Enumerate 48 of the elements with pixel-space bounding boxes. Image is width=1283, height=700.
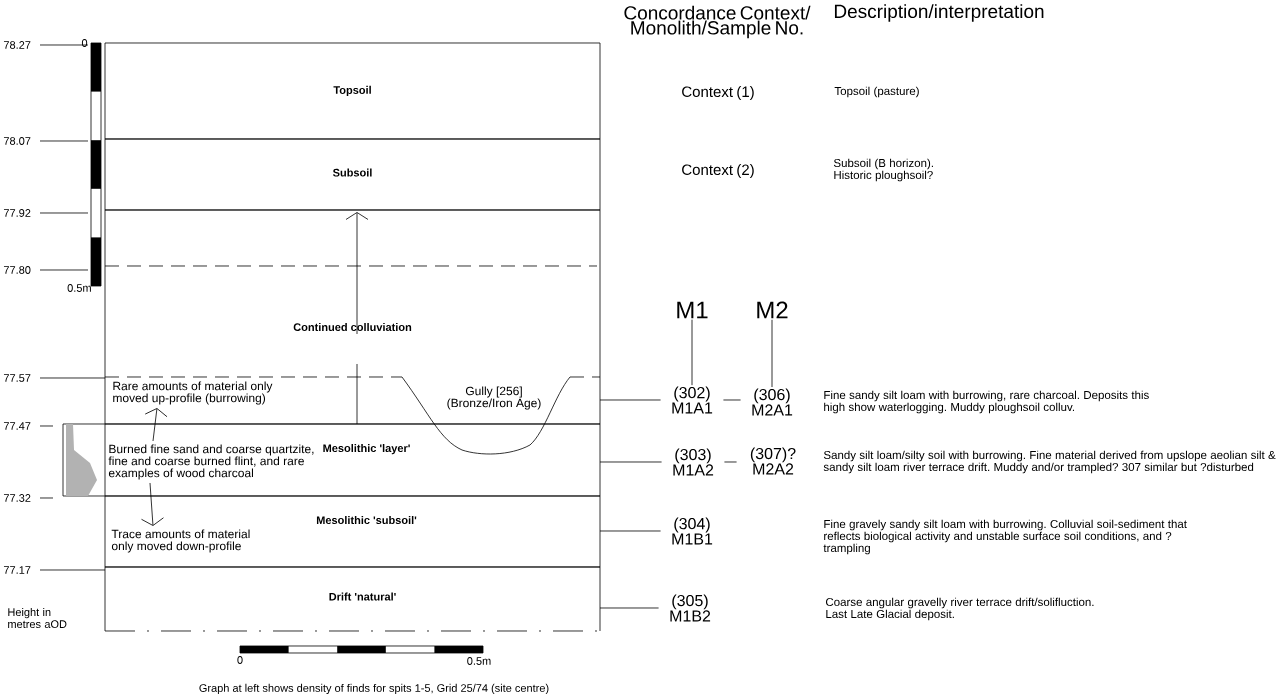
axis-title: Height in metres aOD: [8, 607, 67, 629]
scale-label: 0: [81, 39, 88, 47]
context-label: Context (2): [682, 164, 754, 178]
sample-label: (302) M1A1: [672, 386, 713, 414]
leader-line: [599, 399, 661, 401]
leader-line: [599, 607, 659, 609]
leader-line: [599, 461, 662, 463]
leader-line: [724, 461, 737, 463]
soil-layer: Drift 'natural': [104, 566, 601, 632]
description-text: Fine gravely sandy silt loam with burrowing. Colluvial soil-sediment that reflects biological activity and unstable surface soil conditions, and ? trampling: [823, 519, 1187, 555]
monolith-label: M2: [757, 301, 788, 319]
arrow: [141, 482, 164, 526]
description-text: Subsoil (B horizon). Historic ploughsoil?: [833, 158, 933, 182]
caption: Graph at left shows density of finds for spits 1-5, Grid 25/74 (site centre): [199, 683, 549, 695]
annotation-text: Trace amounts of material only moved down-profile: [111, 529, 250, 553]
sample-label: (303) M1A2: [673, 448, 714, 476]
elevation-label: 77.92: [3, 209, 31, 217]
elevation-label: 78.27: [3, 41, 31, 49]
sample-label: (304) M1B1: [672, 517, 713, 545]
soil-layer: Topsoil: [104, 42, 601, 140]
elevation-label: 78.07: [3, 137, 31, 145]
elevation-label: 77.47: [3, 422, 31, 430]
description-text: Fine sandy silt loam with burrowing, rare charcoal. Deposits this high show waterlogging. Muddy ploughsoil colluv.: [824, 390, 1149, 414]
annotation-text: Rare amounts of material only moved up-profile (burrowing): [113, 381, 273, 405]
elevation-label: 77.17: [3, 566, 31, 574]
context-label: Context (1): [682, 86, 754, 100]
sample-label: (306) M2A1: [752, 388, 793, 416]
sample-label: (307)? M2A2: [750, 447, 796, 475]
soil-layer: Subsoil: [104, 138, 601, 211]
scale-label: 0: [237, 656, 243, 664]
leader-line: [599, 530, 661, 532]
scale-label: 0.5m: [467, 657, 491, 665]
arrow: [144, 408, 168, 442]
elevation-label: 77.57: [3, 374, 31, 382]
column-heading: Description/interpretation: [834, 4, 1044, 22]
column-heading: Concordance Context/ Monolith/Sample No.: [624, 5, 811, 39]
scale-label: 0.5m: [67, 284, 91, 292]
description-text: Coarse angular gravelly river terrace drift/solifluction. Last Late Glacial deposit.: [826, 597, 1094, 621]
annotation-text: Burned fine sand and coarse quartzite, fine and coarse burned flint, and rare examples of wood charcoal: [108, 444, 314, 480]
monolith-label: M1: [677, 301, 708, 319]
sample-label: (305) M1B2: [670, 594, 711, 622]
description-text: Sandy silt loam/silty soil with burrowing. Fine material derived from upslope aeolian silt & sandy silt loam river terrace drift. Muddy and/or trampled? 307 similar but ?disturbed: [823, 450, 1276, 474]
elevation-label: 77.32: [3, 494, 31, 502]
leader-line: [723, 399, 741, 401]
leader-line: [691, 319, 693, 386]
elevation-label: 77.80: [3, 266, 31, 274]
leader-line: [771, 319, 773, 388]
description-text: Topsoil (pasture): [834, 86, 919, 98]
